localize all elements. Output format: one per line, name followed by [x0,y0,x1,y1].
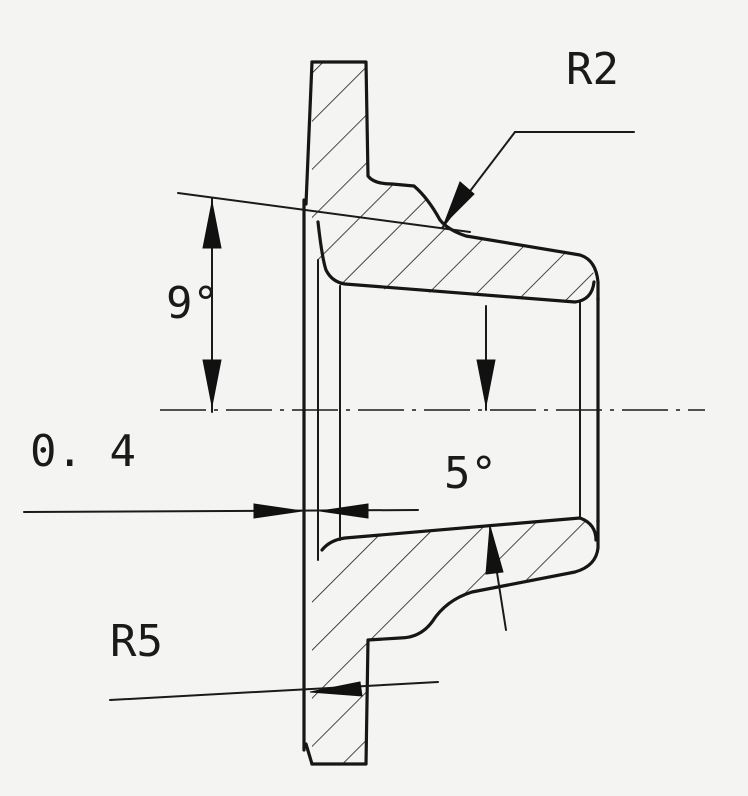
angle-5-arrow-top [476,359,496,407]
r5-leader [109,681,439,701]
r5-label: R5 [110,616,163,667]
angle-9-label: 9° [166,278,219,329]
r2-arrow [443,181,475,225]
section-upper-hatch [312,62,594,303]
bore-upper-edge [316,220,596,304]
thickness-arrow-left [253,503,303,519]
thickness-label: 0. 4 [30,426,136,477]
flange-face-left-bottom [304,742,314,766]
section-lower-hatch [312,518,596,764]
part-outline-upper [310,60,600,302]
angle-9-arrow-bottom [202,359,222,407]
angle-9-arrow-top [202,201,222,249]
flange-face-left-top [304,60,314,206]
bore-lower-edge [320,516,598,552]
thickness-arrow-right [319,503,369,519]
angle-5-arrow-bottom [485,525,504,575]
r5-arrow [309,681,363,697]
r2-label: R2 [566,44,619,95]
angle-5-label: 5° [444,448,497,499]
part-outline-lower [310,518,600,766]
angle-9-extension [177,192,471,233]
